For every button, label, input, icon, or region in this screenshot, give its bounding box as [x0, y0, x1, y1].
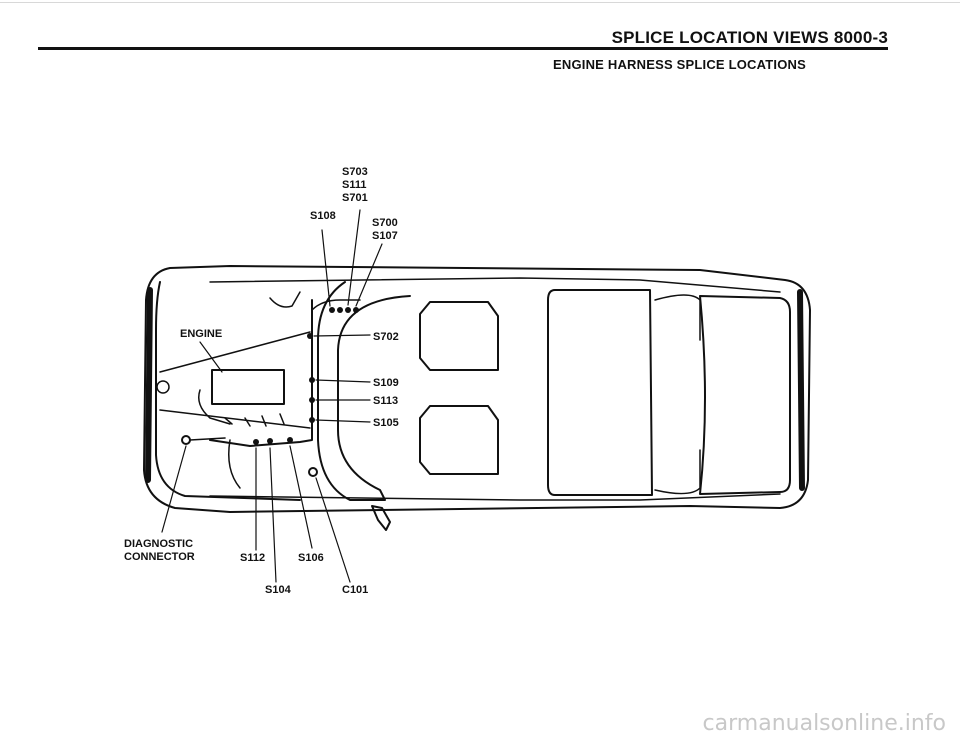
diagnostic-connector-symbol — [181, 435, 191, 445]
label-engine: ENGINE — [180, 328, 222, 340]
label-connector: CONNECTOR — [124, 551, 195, 563]
fuel-cap-icon — [156, 380, 170, 394]
splice-dot — [267, 438, 273, 444]
label-s106: S106 — [298, 552, 324, 564]
splice-dot — [307, 333, 313, 339]
leader-s702 — [313, 334, 371, 337]
rear-window — [699, 295, 791, 495]
label-s111: S111 — [342, 179, 366, 191]
front-seat-lower — [419, 405, 499, 475]
leader-s703-s111-s701 — [347, 209, 361, 306]
body-thick-side-left — [145, 287, 153, 483]
harness-branch-1 — [311, 299, 361, 311]
watermark-text: carmanualsonline.info — [702, 711, 946, 736]
label-s109: S109 — [373, 377, 399, 389]
label-c101: C101 — [342, 584, 368, 596]
c-pillar-lower — [654, 449, 701, 495]
roofline-top — [209, 277, 781, 293]
windshield — [317, 281, 411, 501]
harness-branch-5 — [224, 413, 285, 427]
leader-s700-s107 — [355, 243, 383, 307]
front-seat-upper — [419, 301, 499, 371]
label-diagnostic: DIAGNOSTIC — [124, 538, 193, 550]
label-s107: S107 — [372, 230, 398, 242]
label-s105: S105 — [373, 417, 399, 429]
splice-dot — [329, 307, 335, 313]
vehicle-body-outline — [143, 265, 811, 513]
harness-branch-2 — [269, 291, 301, 308]
body-thick-side-right — [797, 289, 805, 491]
page-subtitle: ENGINE HARNESS SPLICE LOCATIONS — [553, 57, 806, 72]
label-s700: S700 — [372, 217, 398, 229]
label-s702: S702 — [373, 331, 399, 343]
label-s104: S104 — [265, 584, 292, 596]
rear-seat-panel — [547, 289, 653, 496]
leader-s108 — [321, 229, 331, 307]
label-s703: S703 — [342, 166, 368, 178]
leader-s105 — [315, 419, 371, 423]
hood-line-upper — [159, 331, 311, 373]
leader-s106 — [289, 445, 313, 549]
leader-c101 — [315, 477, 351, 583]
engine-block — [211, 369, 285, 405]
leader-diagnostic-connector — [161, 445, 187, 533]
harness-branch-3 — [198, 389, 231, 425]
splice-dot — [309, 377, 315, 383]
harness-diag-branch — [189, 437, 226, 441]
splice-dot — [337, 307, 343, 313]
top-border-line — [0, 2, 960, 3]
harness-main — [209, 299, 313, 447]
connector-c101-symbol — [308, 467, 318, 477]
splice-dot — [309, 397, 315, 403]
leader-s104 — [269, 447, 277, 583]
body-inner-line — [155, 281, 301, 501]
roofline-bottom — [209, 493, 781, 501]
splice-dot — [345, 307, 351, 313]
side-mirror — [371, 505, 391, 531]
leader-s109 — [315, 379, 371, 383]
harness-branch-4 — [228, 439, 241, 489]
splice-dot — [353, 307, 359, 313]
header-rule — [38, 47, 888, 50]
label-s113: S113 — [373, 395, 398, 407]
label-s108: S108 — [310, 210, 336, 222]
splice-dot — [253, 439, 259, 445]
splice-dot — [287, 437, 293, 443]
leader-engine — [199, 341, 223, 373]
page-title: SPLICE LOCATION VIEWS 8000-3 — [611, 28, 888, 47]
splice-dot — [309, 417, 315, 423]
label-s112: S112 — [240, 552, 265, 564]
hood-line-lower — [159, 409, 311, 429]
label-s701: S701 — [342, 192, 368, 204]
c-pillar-upper — [654, 294, 701, 341]
